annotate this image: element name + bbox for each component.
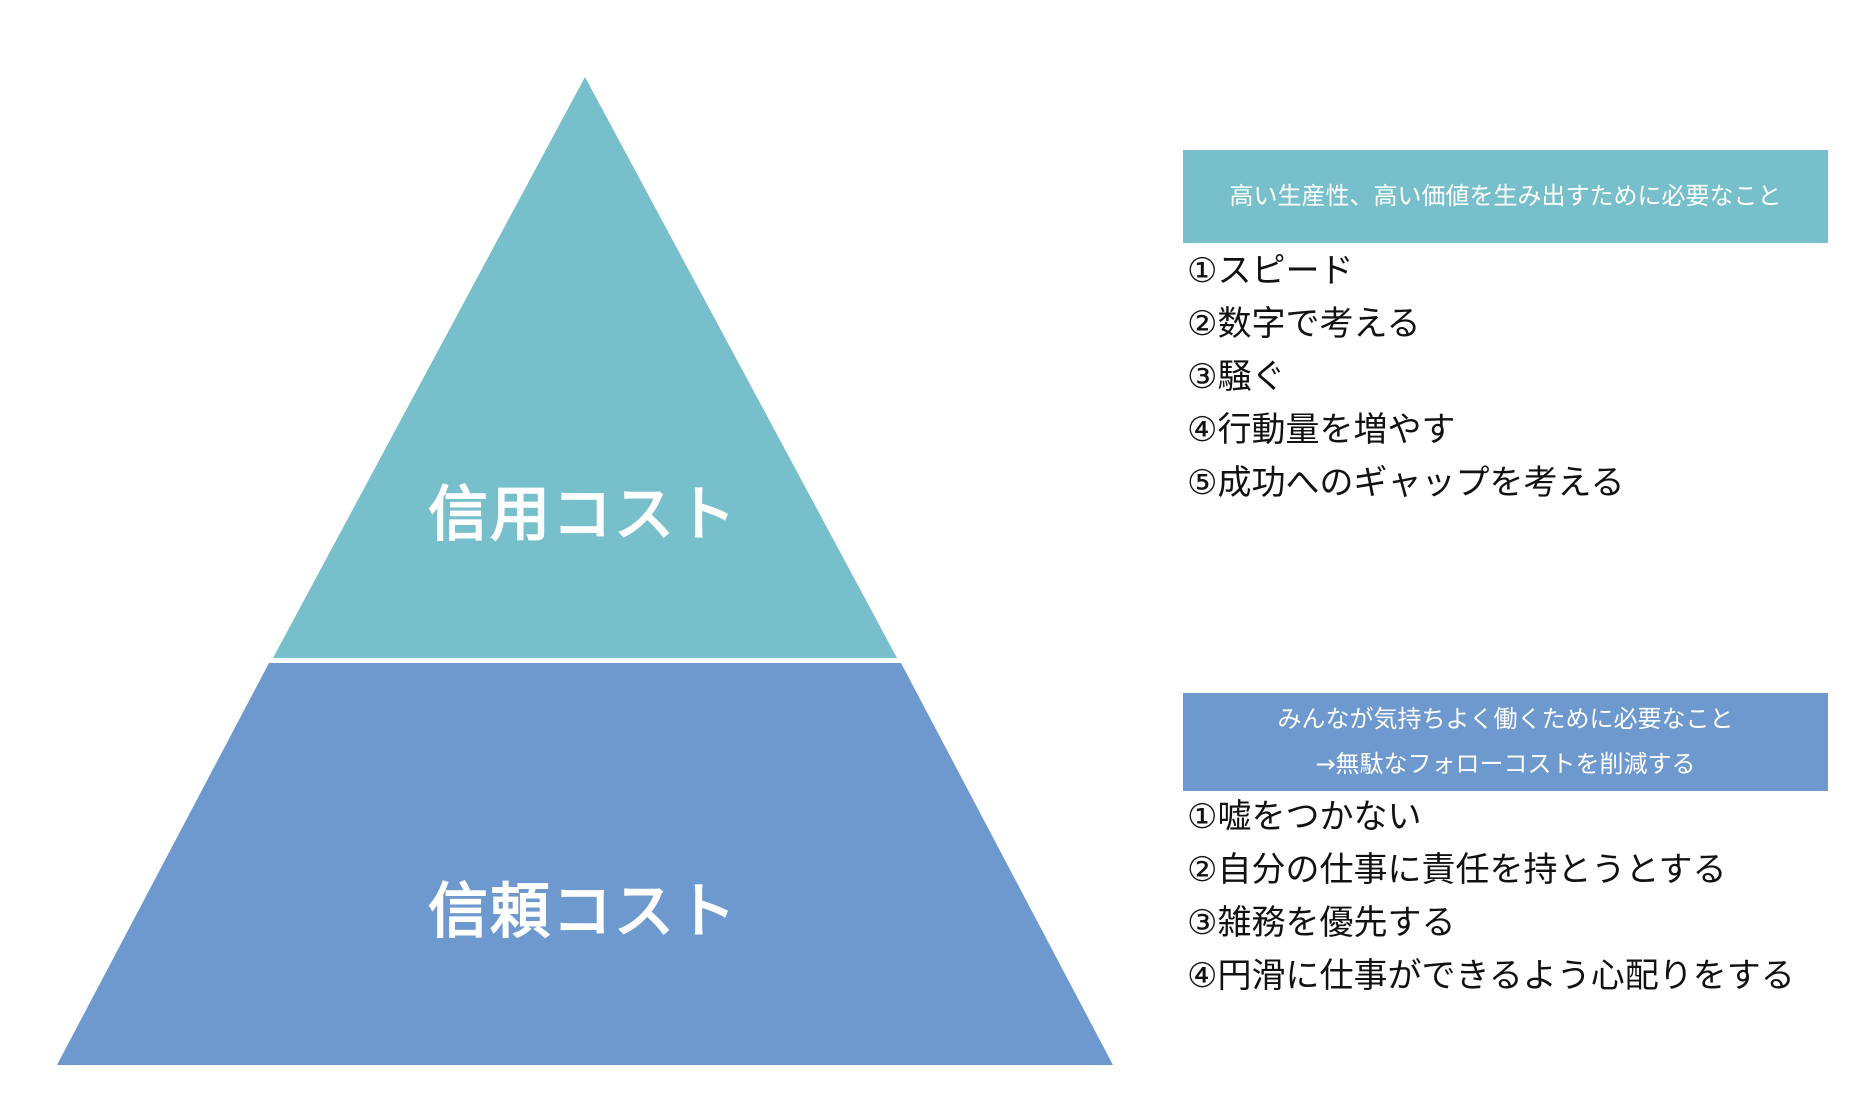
bottom-tier-shape <box>57 663 1113 1065</box>
header-line: みんなが気持ちよく働くために必要なこと <box>1277 705 1734 733</box>
pyramid-diagram: 信用コスト 信頼コスト <box>57 77 1113 1065</box>
top-tier-shape <box>273 77 897 658</box>
top-tier-label: 信用コスト <box>428 480 738 550</box>
productivity-list: ①スピード ②数字で考える ③騒ぐ ④行動量を増やす ⑤成功へのギャップを考える <box>1183 245 1828 510</box>
bottom-tier-label: 信頼コスト <box>428 877 738 947</box>
list-item: ①スピード <box>1187 251 1354 291</box>
list-item: ④円滑に仕事ができるよう心配りをする <box>1187 956 1795 996</box>
list-item: ③騒ぐ <box>1187 357 1286 397</box>
list-item: ②自分の仕事に責任を持とうとする <box>1187 850 1727 890</box>
header-line: →無駄なフォローコストを削減する <box>1315 750 1696 778</box>
productivity-panel: 高い生産性、高い価値を生み出すために必要なこと ①スピード ②数字で考える ③騒… <box>1183 150 1828 510</box>
list-item: ④行動量を増やす <box>1187 410 1456 450</box>
list-item: ③雑務を優先する <box>1187 903 1456 943</box>
header-line: 高い生産性、高い価値を生み出すために必要なこと <box>1229 182 1782 210</box>
teamwork-header: みんなが気持ちよく働くために必要なこと →無駄なフォローコストを削減する <box>1183 693 1828 791</box>
list-item: ①嘘をつかない <box>1187 797 1422 837</box>
list-item: ⑤成功へのギャップを考える <box>1187 463 1625 503</box>
teamwork-panel: みんなが気持ちよく働くために必要なこと →無駄なフォローコストを削減する ①嘘を… <box>1183 693 1828 1003</box>
productivity-header: 高い生産性、高い価値を生み出すために必要なこと <box>1183 150 1828 243</box>
list-item: ②数字で考える <box>1187 304 1421 344</box>
teamwork-list: ①嘘をつかない ②自分の仕事に責任を持とうとする ③雑務を優先する ④円滑に仕事… <box>1183 791 1828 1003</box>
